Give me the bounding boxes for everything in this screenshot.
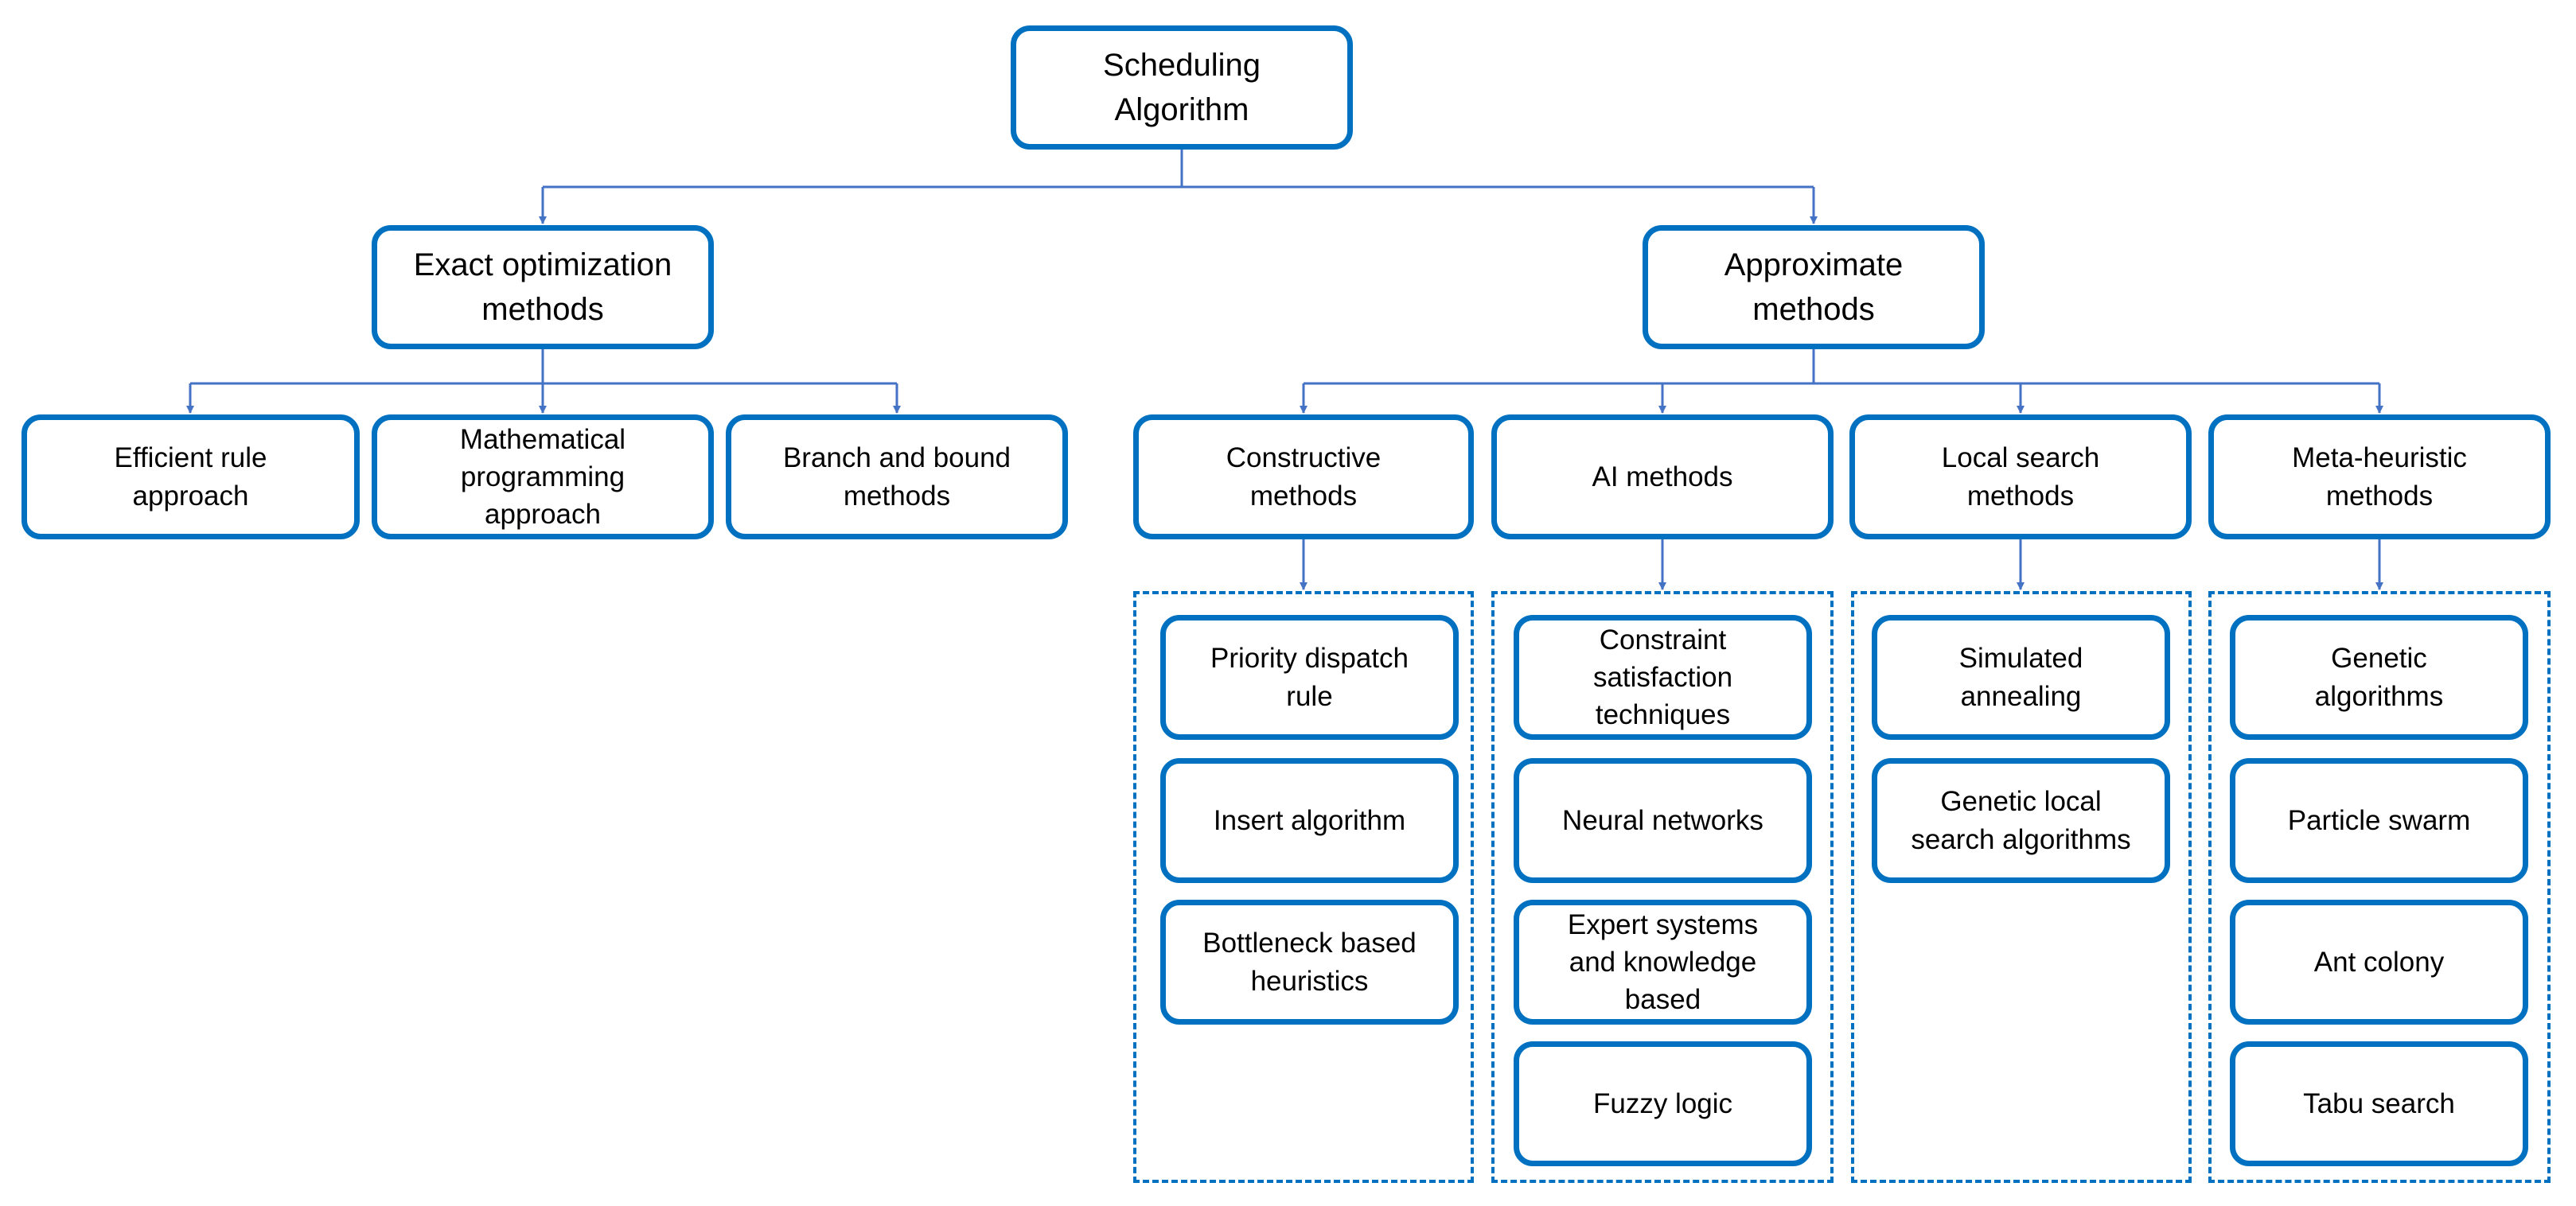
expert-systems-node: Expert systems and knowledge based bbox=[1514, 900, 1812, 1025]
branch-and-bound-node: Branch and bound methods bbox=[726, 414, 1068, 539]
ai-group bbox=[1491, 591, 1834, 1183]
ant-colony-node: Ant colony bbox=[2230, 900, 2528, 1025]
meta-heuristic-methods-node: Meta-heuristic methods bbox=[2208, 414, 2551, 539]
genetic-local-search-node: Genetic local search algorithms bbox=[1872, 758, 2170, 883]
local-search-methods-node: Local search methods bbox=[1849, 414, 2192, 539]
fuzzy-logic-node: Fuzzy logic bbox=[1514, 1041, 1812, 1166]
simulated-annealing-node: Simulated annealing bbox=[1872, 615, 2170, 740]
constructive-methods-node: Constructive methods bbox=[1133, 414, 1474, 539]
particle-swarm-node: Particle swarm bbox=[2230, 758, 2528, 883]
constructive-group bbox=[1133, 591, 1474, 1183]
neural-networks-node: Neural networks bbox=[1514, 758, 1812, 883]
priority-dispatch-rule-node: Priority dispatch rule bbox=[1160, 615, 1459, 740]
approximate-methods-node: Approximate methods bbox=[1643, 225, 1985, 349]
exact-optimization-node: Exact optimization methods bbox=[372, 225, 714, 349]
tabu-search-node: Tabu search bbox=[2230, 1041, 2528, 1166]
root-node: Scheduling Algorithm bbox=[1011, 25, 1353, 150]
meta-heuristic-group bbox=[2208, 591, 2551, 1183]
mathematical-programming-node: Mathematical programming approach bbox=[372, 414, 714, 539]
ai-methods-node: AI methods bbox=[1491, 414, 1834, 539]
insert-algorithm-node: Insert algorithm bbox=[1160, 758, 1459, 883]
genetic-algorithms-node: Genetic algorithms bbox=[2230, 615, 2528, 740]
constraint-satisfaction-node: Constraint satisfaction techniques bbox=[1514, 615, 1812, 740]
local-search-group bbox=[1851, 591, 2192, 1183]
efficient-rule-node: Efficient rule approach bbox=[21, 414, 360, 539]
bottleneck-heuristics-node: Bottleneck based heuristics bbox=[1160, 900, 1459, 1025]
